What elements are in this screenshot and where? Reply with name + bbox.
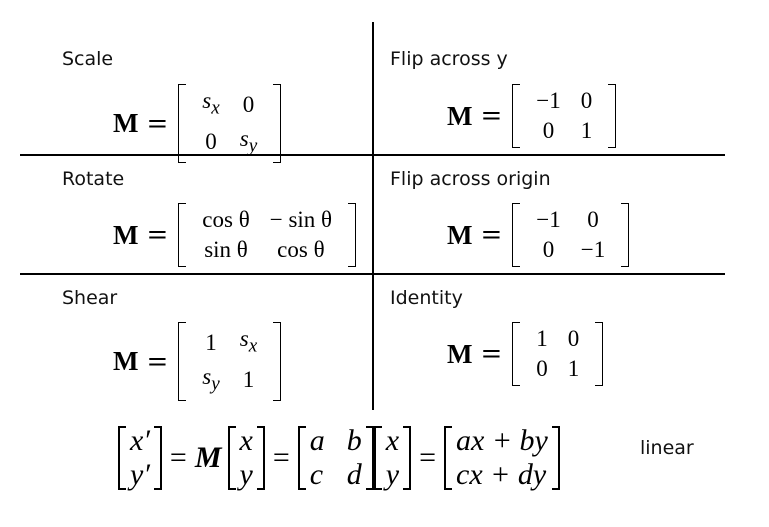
matrix-cell: c: [309, 458, 324, 491]
vector-entry: y: [239, 458, 253, 491]
vector-entry: cx + dy: [456, 458, 547, 491]
matrix-cell: 0: [536, 356, 548, 381]
matrix-cell: 0: [205, 129, 217, 155]
input-vector: x y: [227, 424, 266, 492]
vertical-divider: [372, 22, 374, 410]
matrix-cell: 0: [542, 237, 555, 262]
matrix-cell: 1: [536, 326, 548, 351]
matrix-cell: sx: [202, 88, 220, 119]
matrix-cell: 1: [567, 356, 580, 381]
matrix-cell: cos θ: [277, 237, 325, 262]
flip-y-title: Flip across y: [390, 48, 508, 70]
vector-entry: x: [239, 424, 253, 457]
flip-origin-title: Flip across origin: [390, 168, 551, 190]
matrix-cell: b: [346, 424, 362, 457]
matrix-cell: 0: [587, 207, 599, 232]
matrix-symbol: M: [447, 338, 473, 369]
matrix-cell: 0: [242, 91, 255, 117]
shear-matrix: 1 sx sy 1: [176, 322, 283, 402]
matrix-cell: 1: [205, 329, 217, 355]
matrix-cell: 0: [580, 88, 593, 113]
rotate-matrix: cos θ − sin θ sin θ cos θ: [176, 203, 358, 267]
vector-entry: y′: [130, 458, 150, 491]
vector-entry: x: [385, 424, 400, 457]
identity-title: Identity: [390, 287, 463, 309]
matrix-cell: sy: [202, 363, 220, 395]
output-vector: x′ y′: [118, 424, 162, 492]
matrix-symbol: M: [113, 219, 139, 250]
matrix-symbol: M: [447, 100, 473, 131]
matrix-cell: sin θ: [204, 237, 248, 262]
matrix-symbol: M: [194, 441, 222, 474]
matrix-cell: 0: [542, 118, 555, 143]
vector-entry: ax + by: [456, 424, 548, 457]
vector-entry: x′: [130, 424, 150, 457]
scale-matrix: sx 0 0 sy: [176, 84, 283, 164]
matrix-cell: sx: [239, 326, 258, 357]
matrix-cell: −1: [580, 237, 606, 262]
matrix-cell: 1: [242, 367, 255, 393]
shear-title: Shear: [62, 287, 118, 309]
rotate-title: Rotate: [62, 168, 125, 190]
flip-origin-matrix: −1 0 0 −1: [510, 203, 631, 267]
matrix-symbol: M: [113, 346, 139, 377]
scale-title: Scale: [62, 48, 114, 70]
input-vector-2: x y: [373, 424, 412, 492]
linear-label: linear: [640, 437, 694, 459]
vector-entry: y: [385, 458, 400, 491]
matrix-cell: −1: [536, 207, 561, 232]
horizontal-divider-bottom: [20, 273, 725, 275]
matrix-cell: −1: [536, 88, 561, 113]
matrix-cell: cos θ: [202, 207, 250, 232]
matrix-cell: 1: [580, 118, 593, 143]
horizontal-divider-top: [20, 154, 725, 156]
matrix-symbol: M: [447, 219, 473, 250]
result-vector: ax + by cx + dy: [444, 424, 560, 492]
matrix-cell: d: [346, 458, 362, 491]
matrix-cell: a: [309, 424, 325, 457]
matrix-cell: 0: [567, 326, 580, 351]
matrix-symbol: M: [113, 108, 139, 139]
matrix-cell: sy: [239, 125, 258, 157]
matrix-cell: − sin θ: [269, 207, 333, 232]
